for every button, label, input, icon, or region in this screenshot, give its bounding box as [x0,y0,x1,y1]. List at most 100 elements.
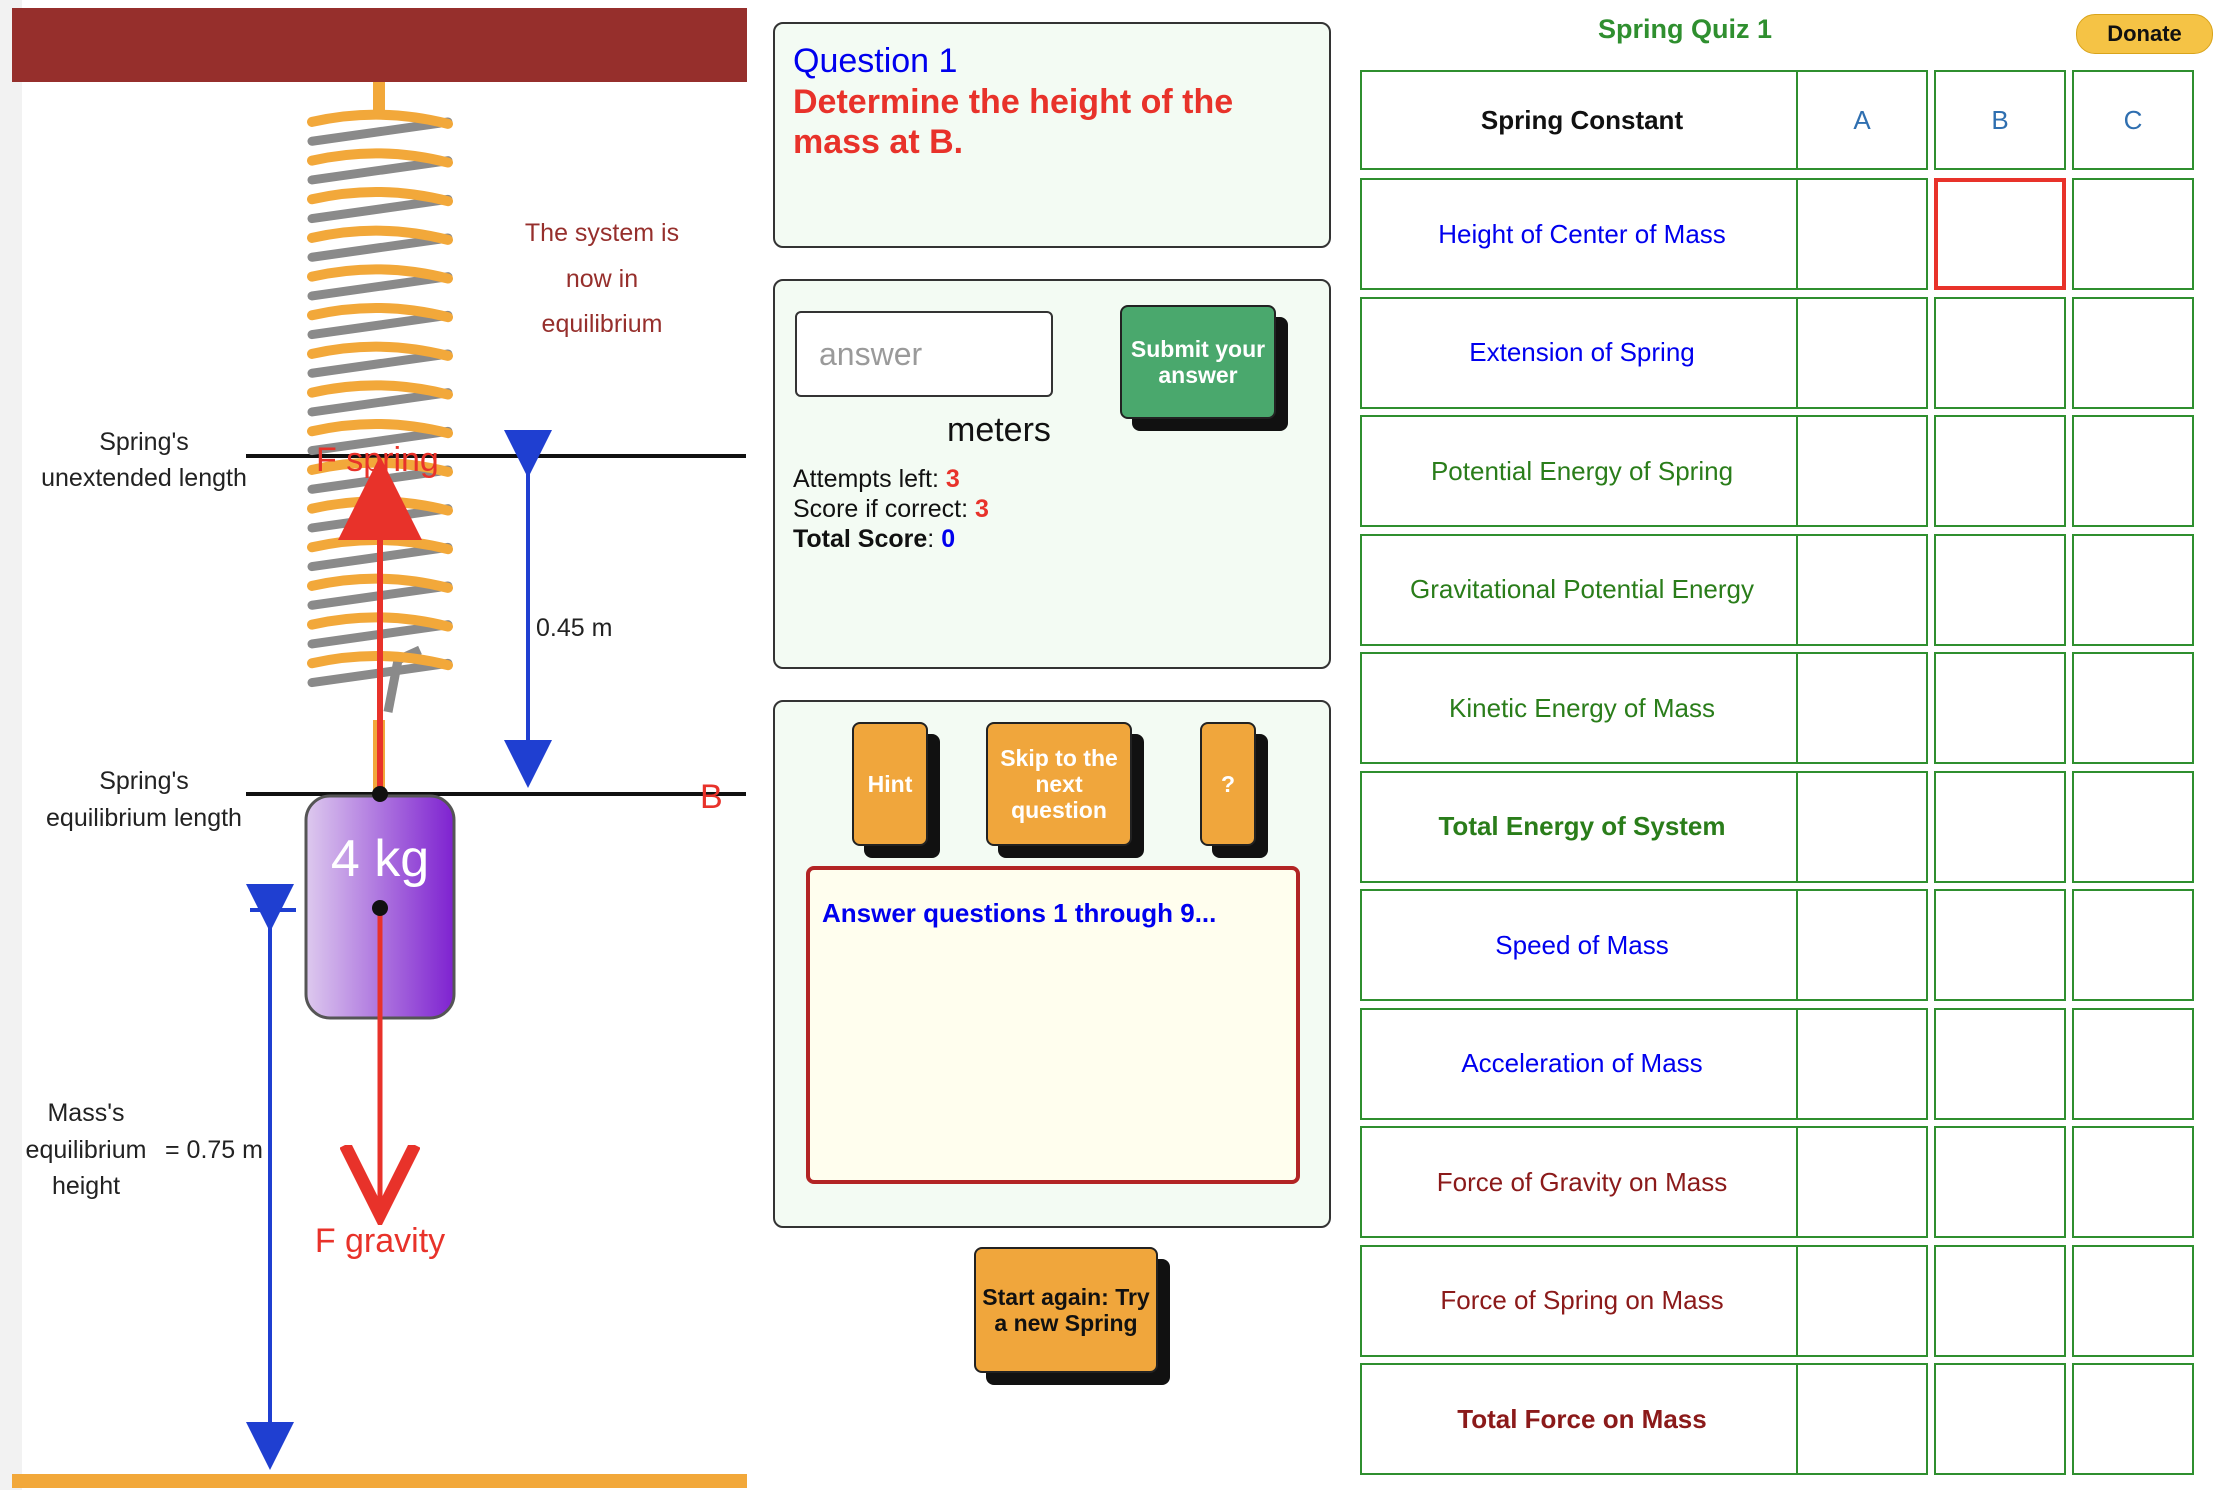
quiz-answer-cell[interactable] [1934,652,2066,764]
attempts-label: Attempts left: [793,465,946,493]
ceiling [12,8,747,82]
spring-coil-back [307,233,453,262]
equilibrium-note-3: equilibrium [542,310,663,338]
spring-coil-front [307,264,453,284]
quiz-row-label: Acceleration of Mass [1360,1007,1804,1120]
help-button[interactable]: ? [1200,722,1256,846]
quiz-answer-cell[interactable] [1796,889,1928,1001]
quiz-answer-cell[interactable] [1796,652,1928,764]
quiz-answer-cell[interactable] [1796,178,1928,290]
unextended-label-2: unextended length [41,464,247,492]
attempts-left: Attempts left: 3 [793,465,960,494]
quiz-answer-cell[interactable] [2072,1007,2194,1120]
answer-input[interactable] [795,311,1053,397]
quiz-answer-cell[interactable] [2072,652,2194,764]
quiz-answer-cell[interactable] [1796,1126,1928,1238]
spring-coil-front [307,303,453,323]
equilibrium-note-2: now in [566,265,638,293]
spring-coil-front [307,148,453,168]
submit-answer-button[interactable]: Submit your answer [1120,305,1276,419]
quiz-row-label: Speed of Mass [1360,889,1804,1001]
quiz-column-header: C [2072,70,2194,170]
quiz-answer-cell[interactable] [2072,1363,2194,1475]
quiz-row-label: Total Force on Mass [1360,1363,1804,1475]
donate-button[interactable]: Donate [2076,14,2213,54]
quiz-answer-cell[interactable] [1934,1363,2066,1475]
question-number: Question 1 [793,42,958,80]
total-score: Total Score: 0 [793,525,956,553]
mass-height-label-1: Mass's [47,1099,124,1127]
quiz-answer-cell[interactable] [2072,770,2194,883]
quiz-column-header: B [1934,70,2066,170]
point-b-label: B [700,778,723,816]
score-if-correct: Score if correct: 3 [793,495,989,524]
spring-coil-back [307,388,453,417]
mass-height-label-2: equilibrium [26,1136,147,1164]
quiz-row-label: Potential Energy of Spring [1360,415,1804,527]
quiz-row-label: Force of Gravity on Mass [1360,1126,1804,1238]
quiz-answer-cell[interactable] [1796,296,1928,409]
score-value: 3 [975,495,989,523]
spring-coil-front [307,380,453,400]
spring-coil-front [307,109,453,129]
quiz-answer-cell[interactable] [2072,1126,2194,1238]
spring-coil-front [307,341,453,361]
question-text: Determine the height of the mass at B. [793,83,1234,161]
attempts-value: 3 [945,465,960,493]
quiz-answer-cell[interactable] [1934,889,2066,1001]
spring-coil-back [307,310,453,340]
quiz-answer-cell[interactable] [1796,770,1928,883]
quiz-answer-cell[interactable] [2072,1244,2194,1357]
quiz-answer-cell[interactable] [2072,533,2194,646]
extension-value: 0.45 m [536,614,612,642]
spring-coil-back [307,272,453,301]
quiz-answer-cell[interactable] [1796,533,1928,646]
unextended-label-1: Spring's [99,428,189,456]
quiz-answer-cell[interactable] [1796,1007,1928,1120]
spring-coil-front [307,187,453,207]
quiz-row-label: Total Energy of System [1360,770,1804,883]
start-again-button[interactable]: Start again: Try a new Spring [974,1247,1158,1373]
f-gravity-label: F gravity [315,1222,445,1260]
spring-coil-back [307,156,453,185]
equilibrium-label-2: equilibrium length [46,804,242,832]
simulation-canvas: 4 kg The system is now in equilibrium Sp… [0,0,747,1490]
top-contact-dot [372,786,388,802]
quiz-row-label: Height of Center of Mass [1360,178,1804,290]
spring-coil-back [307,349,453,378]
quiz-answer-cell[interactable] [1934,1126,2066,1238]
mass-height-label-3: height [52,1172,120,1200]
spring-coil-back [307,426,453,456]
spring-coil-front [307,419,453,439]
spring-coil-front [307,225,453,245]
skip-question-button[interactable]: Skip to the next question [986,722,1132,846]
quiz-answer-cell[interactable] [1934,770,2066,883]
quiz-answer-cell[interactable] [1934,178,2066,290]
spring-simulation: 4 kg The system is now in equilibrium Sp… [0,0,760,1490]
total-value: 0 [941,525,956,553]
quiz-answer-cell[interactable] [2072,415,2194,527]
quiz-answer-cell[interactable] [2072,889,2194,1001]
quiz-answer-cell[interactable] [1934,415,2066,527]
quiz-answer-cell[interactable] [2072,178,2194,290]
f-spring-label: F spring [316,441,439,479]
quiz-row-label: Force of Spring on Mass [1360,1244,1804,1357]
quiz-header-label: Spring Constant [1360,70,1804,170]
quiz-answer-cell[interactable] [1934,533,2066,646]
quiz-answer-cell[interactable] [1796,1363,1928,1475]
quiz-row-label: Gravitational Potential Energy [1360,533,1804,646]
quiz-answer-cell[interactable] [2072,296,2194,409]
quiz-answer-cell[interactable] [1934,1007,2066,1120]
quiz-answer-cell[interactable] [1796,1244,1928,1357]
units-label: meters [947,411,1051,449]
quiz-answer-cell[interactable] [1796,415,1928,527]
mass-height-value: = 0.75 m [165,1136,263,1164]
quiz-answer-cell[interactable] [1934,296,2066,409]
quiz-row-label: Extension of Spring [1360,296,1804,409]
quiz-answer-cell[interactable] [1934,1244,2066,1357]
center-of-mass-dot [372,900,388,916]
spring-coil-back [307,194,453,224]
spring-coil-back [307,117,453,146]
equilibrium-note-1: The system is [525,219,679,247]
hint-button[interactable]: Hint [852,722,928,846]
